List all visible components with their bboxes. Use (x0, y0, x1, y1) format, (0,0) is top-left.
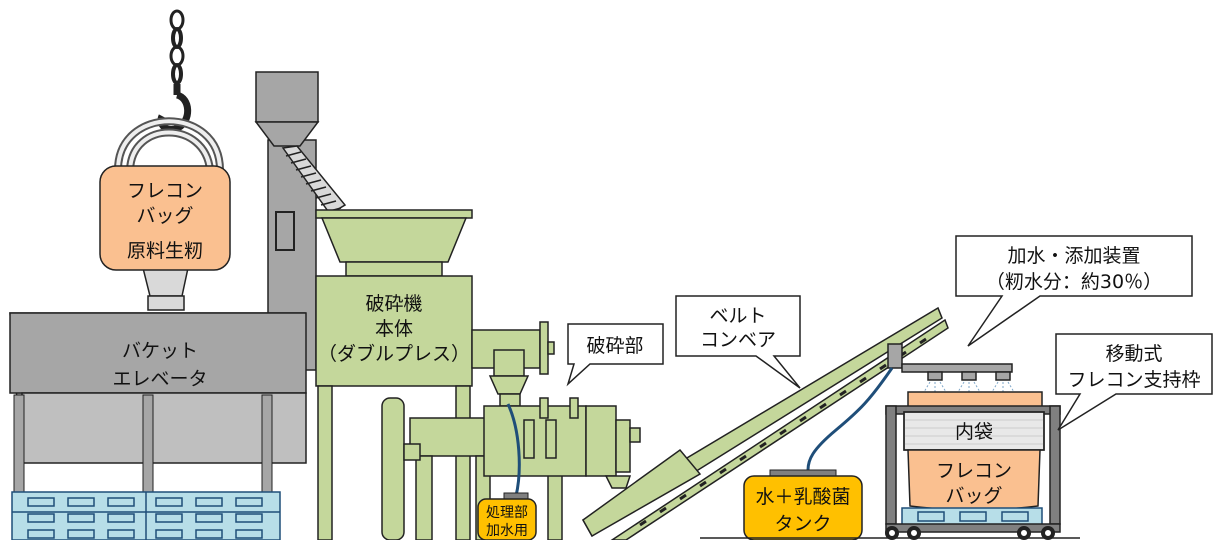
elevator-label-1: バケット (122, 340, 198, 362)
callout-mobile-frame (1055, 333, 1213, 431)
callout-crush-part (566, 323, 664, 387)
elevator-label-2: エレベータ (112, 368, 207, 390)
crush-part-label: 破砕部 (586, 335, 643, 357)
small-tank-label-1: 処理部 (486, 505, 528, 521)
crusher-label-1: 破砕機 (365, 293, 422, 315)
tank-label-1: 水＋乳酸菌 (755, 486, 850, 508)
bucket-elevator (9, 71, 347, 540)
inner-bag-label: 内袋 (955, 421, 993, 443)
water-additive-device (887, 343, 1015, 393)
flexible-container-bag-top (99, 165, 231, 311)
small-water-tank (477, 492, 537, 540)
mobile-bag-frame (885, 391, 1061, 540)
tank-label-2: タンク (774, 513, 831, 535)
lactic-acid-tank (743, 469, 863, 540)
frame-label-2: フレコン支持枠 (1067, 369, 1200, 391)
bag-bottom-label-1: フレコン (936, 460, 1012, 482)
chain-hook-icon (157, 9, 192, 133)
callout-conveyor (675, 295, 801, 389)
adder-label-2: （籾水分：約30％） (986, 271, 1162, 293)
crusher-label-2: 本体 (375, 318, 413, 340)
conveyor-label-1: ベルト (709, 305, 766, 327)
bag-top-label-3: 原料生籾 (127, 240, 203, 262)
frame-label-1: 移動式 (1105, 343, 1162, 365)
conveyor-label-2: コンベア (700, 329, 776, 351)
callout-additive-device (955, 235, 1193, 347)
bag-top-label-1: フレコン (127, 180, 203, 202)
crusher-machine (315, 209, 641, 540)
water-hose (506, 403, 521, 497)
bag-top-label-2: バッグ (136, 205, 193, 227)
crusher-label-3: （ダブルプレス） (318, 342, 470, 365)
adder-label-1: 加水・添加装置 (1007, 245, 1140, 267)
tank-hose (806, 367, 894, 471)
bag-bottom-label-2: バッグ (945, 485, 1002, 507)
belt-conveyor (581, 306, 949, 540)
small-tank-label-2: 加水用 (486, 523, 528, 539)
